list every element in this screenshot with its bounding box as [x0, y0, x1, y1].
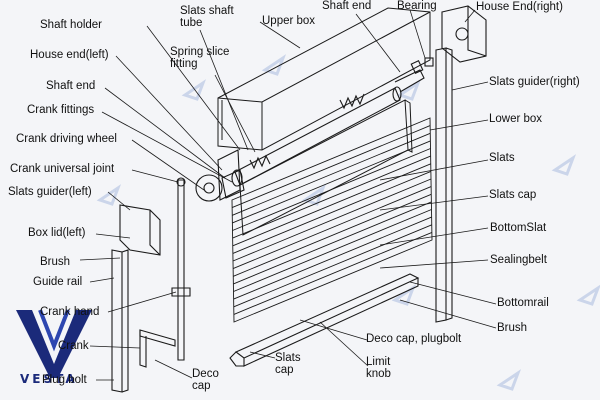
bottom-rail-shape [229, 273, 420, 367]
slats-curtain [231, 117, 433, 323]
label-house-end-right: House End(right) [476, 1, 563, 13]
label-lower-box: Lower box [489, 113, 543, 125]
label-spring-slice-fitting: Spring slice fitting [170, 46, 230, 70]
label-crank-hand: Crank hand [40, 306, 100, 318]
label-crank: Crank [58, 340, 89, 352]
brand-name: VESTA [20, 372, 78, 386]
label-brush-left: Brush [40, 256, 71, 268]
shaft-tube-shape [231, 57, 434, 187]
house-end-right-shape [435, 5, 487, 323]
house-end-left-shape [195, 149, 245, 202]
watermark-pattern [96, 54, 600, 391]
label-house-end-left: House end(left) [30, 49, 109, 61]
label-sealing-belt: Sealingbelt [490, 254, 547, 266]
label-upper-box: Upper box [262, 15, 316, 27]
label-guide-rail: Guide rail [33, 276, 83, 288]
label-crank-fittings: Crank fittings [27, 104, 95, 116]
upper-box-shape [217, 7, 431, 151]
vesta-logo [16, 309, 92, 378]
label-slats-cap-bottom: Slats cap [275, 352, 301, 376]
label-bearing: Bearing [397, 0, 437, 12]
label-slats-guider-right: Slats guider(right) [489, 76, 580, 88]
label-slats-cap-right: Slats cap [489, 189, 537, 201]
label-slats-shaft-tube: Slats shaft tube [180, 5, 234, 29]
label-slats: Slats [489, 152, 515, 164]
label-box-lid-left: Box lid(left) [28, 227, 86, 239]
label-shaft-end-top: Shaft end [322, 0, 372, 12]
label-brush-right: Brush [497, 322, 528, 334]
label-bottom-slat: BottomSlat [490, 222, 547, 234]
left-guider-and-crank [111, 177, 191, 393]
label-deco-cap: Deco cap [192, 368, 219, 392]
label-shaft-end: Shaft end [46, 80, 96, 92]
label-crank-driving-wheel: Crank driving wheel [16, 133, 117, 145]
leader-lines [79, 9, 497, 381]
label-deco-cap-plug-bolt: Deco cap, plugbolt [366, 333, 462, 345]
label-shaft-holder: Shaft holder [40, 19, 103, 31]
label-crank-universal-joint: Crank universal joint [10, 163, 115, 175]
label-slats-guider-left: Slats guider(left) [8, 186, 92, 198]
label-limit-knob: Limit knob [366, 356, 391, 380]
label-bottom-rail: Bottomrail [497, 297, 549, 309]
label-plug-bolt: Plug bolt [42, 374, 87, 386]
